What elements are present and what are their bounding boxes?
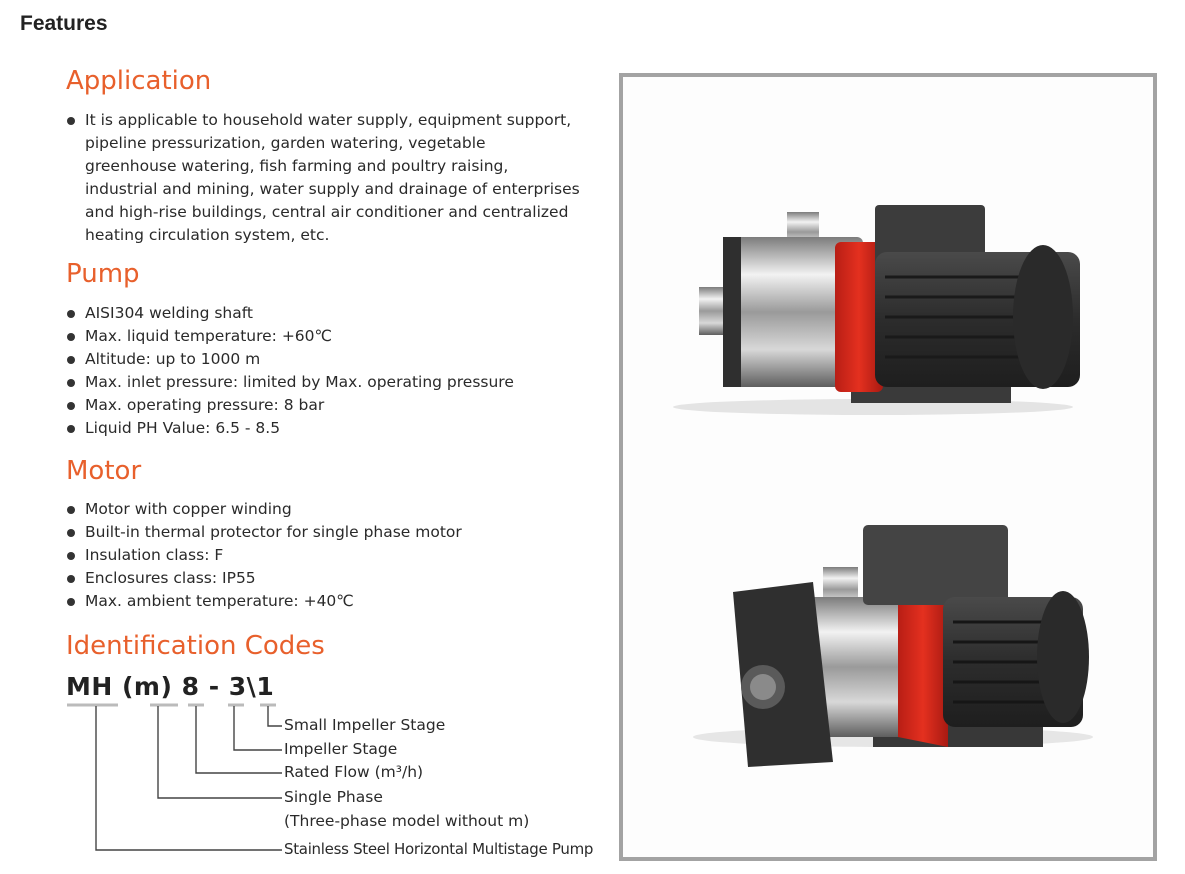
list-item: Liquid PH Value: 6.5 - 8.5 xyxy=(66,417,586,440)
model-code: MH (m) 8 - 3\1 xyxy=(66,672,275,701)
list-item: It is applicable to household water supp… xyxy=(66,109,581,247)
list-item: Enclosures class: IP55 xyxy=(66,567,586,590)
pump-side-view xyxy=(673,205,1080,415)
page-title: Features xyxy=(20,12,108,35)
list-item: Max. inlet pressure: limited by Max. ope… xyxy=(66,371,586,394)
label-rated-flow: Rated Flow (m³/h) xyxy=(284,763,424,781)
motor-list: Motor with copper winding Built-in therm… xyxy=(66,498,586,613)
label-three-phase-note: (Three-phase model without m) xyxy=(284,812,530,830)
label-impeller-stage: Impeller Stage xyxy=(284,740,398,758)
label-single-phase: Single Phase xyxy=(284,788,383,806)
list-item: Insulation class: F xyxy=(66,544,586,567)
product-image-frame xyxy=(619,73,1157,861)
list-item: AISI304 welding shaft xyxy=(66,302,586,325)
list-item: Max. liquid temperature: +60℃ xyxy=(66,325,586,348)
pump-list: AISI304 welding shaft Max. liquid temper… xyxy=(66,302,586,440)
label-small-impeller-stage: Small Impeller Stage xyxy=(284,716,446,734)
pump-heading: Pump xyxy=(66,259,140,289)
list-item: Max. ambient temperature: +40℃ xyxy=(66,590,586,613)
motor-heading: Motor xyxy=(66,456,142,486)
application-heading: Application xyxy=(66,66,212,96)
code-connector-lines xyxy=(67,703,282,851)
identification-heading: Identification Codes xyxy=(66,631,325,661)
list-item: Max. operating pressure: 8 bar xyxy=(66,394,586,417)
label-pump-type: Stainless Steel Horizontal Multistage Pu… xyxy=(284,840,594,858)
list-item: Motor with copper winding xyxy=(66,498,586,521)
list-item: Built-in thermal protector for single ph… xyxy=(66,521,586,544)
pump-angled-view xyxy=(693,525,1093,767)
application-list: It is applicable to household water supp… xyxy=(66,109,581,247)
list-item: Altitude: up to 1000 m xyxy=(66,348,586,371)
